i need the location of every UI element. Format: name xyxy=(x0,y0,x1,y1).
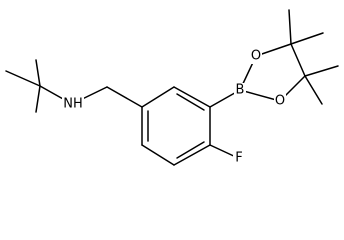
bond-c1-methyl-right xyxy=(290,32,324,45)
bond-tbu-methyl-top xyxy=(35,59,41,87)
boron-label-bg xyxy=(234,83,246,98)
atom-labels: NH B O O F xyxy=(62,49,286,166)
bond-tbu-methyl-bottom xyxy=(35,85,41,113)
bond-c1-methyl-up xyxy=(288,9,292,45)
boron-label: B xyxy=(236,83,245,98)
nitrogen-label: NH xyxy=(63,97,83,112)
ring-bond-1 xyxy=(141,86,175,108)
oxygen-bottom-label-bg xyxy=(274,94,286,109)
ring-bond-5 xyxy=(141,144,175,166)
molecule-diagram: NH B O O F xyxy=(5,9,339,166)
fluorine-label-bg xyxy=(233,151,245,166)
ring-double-bond-c xyxy=(176,141,205,159)
nitrogen-label-bg xyxy=(62,96,84,112)
bond-ch2-to-ring xyxy=(106,86,143,108)
oxygen-top-label-bg xyxy=(250,49,262,64)
bond-b-to-o-bottom xyxy=(239,89,281,102)
fluorine-label: F xyxy=(235,151,242,166)
oxygen-top-label: O xyxy=(251,49,261,64)
ring-bond-2 xyxy=(173,86,211,108)
bond-c2-methyl-down xyxy=(304,75,323,105)
bond-tbu-methyl-left xyxy=(5,70,41,87)
bonds xyxy=(5,9,339,166)
ring-bond-4 xyxy=(173,144,211,166)
bond-c1-to-c2 xyxy=(290,43,306,77)
oxygen-bottom-label: O xyxy=(275,94,285,109)
bond-c2-methyl-right xyxy=(304,65,339,77)
ring-double-bond-a xyxy=(176,93,205,111)
